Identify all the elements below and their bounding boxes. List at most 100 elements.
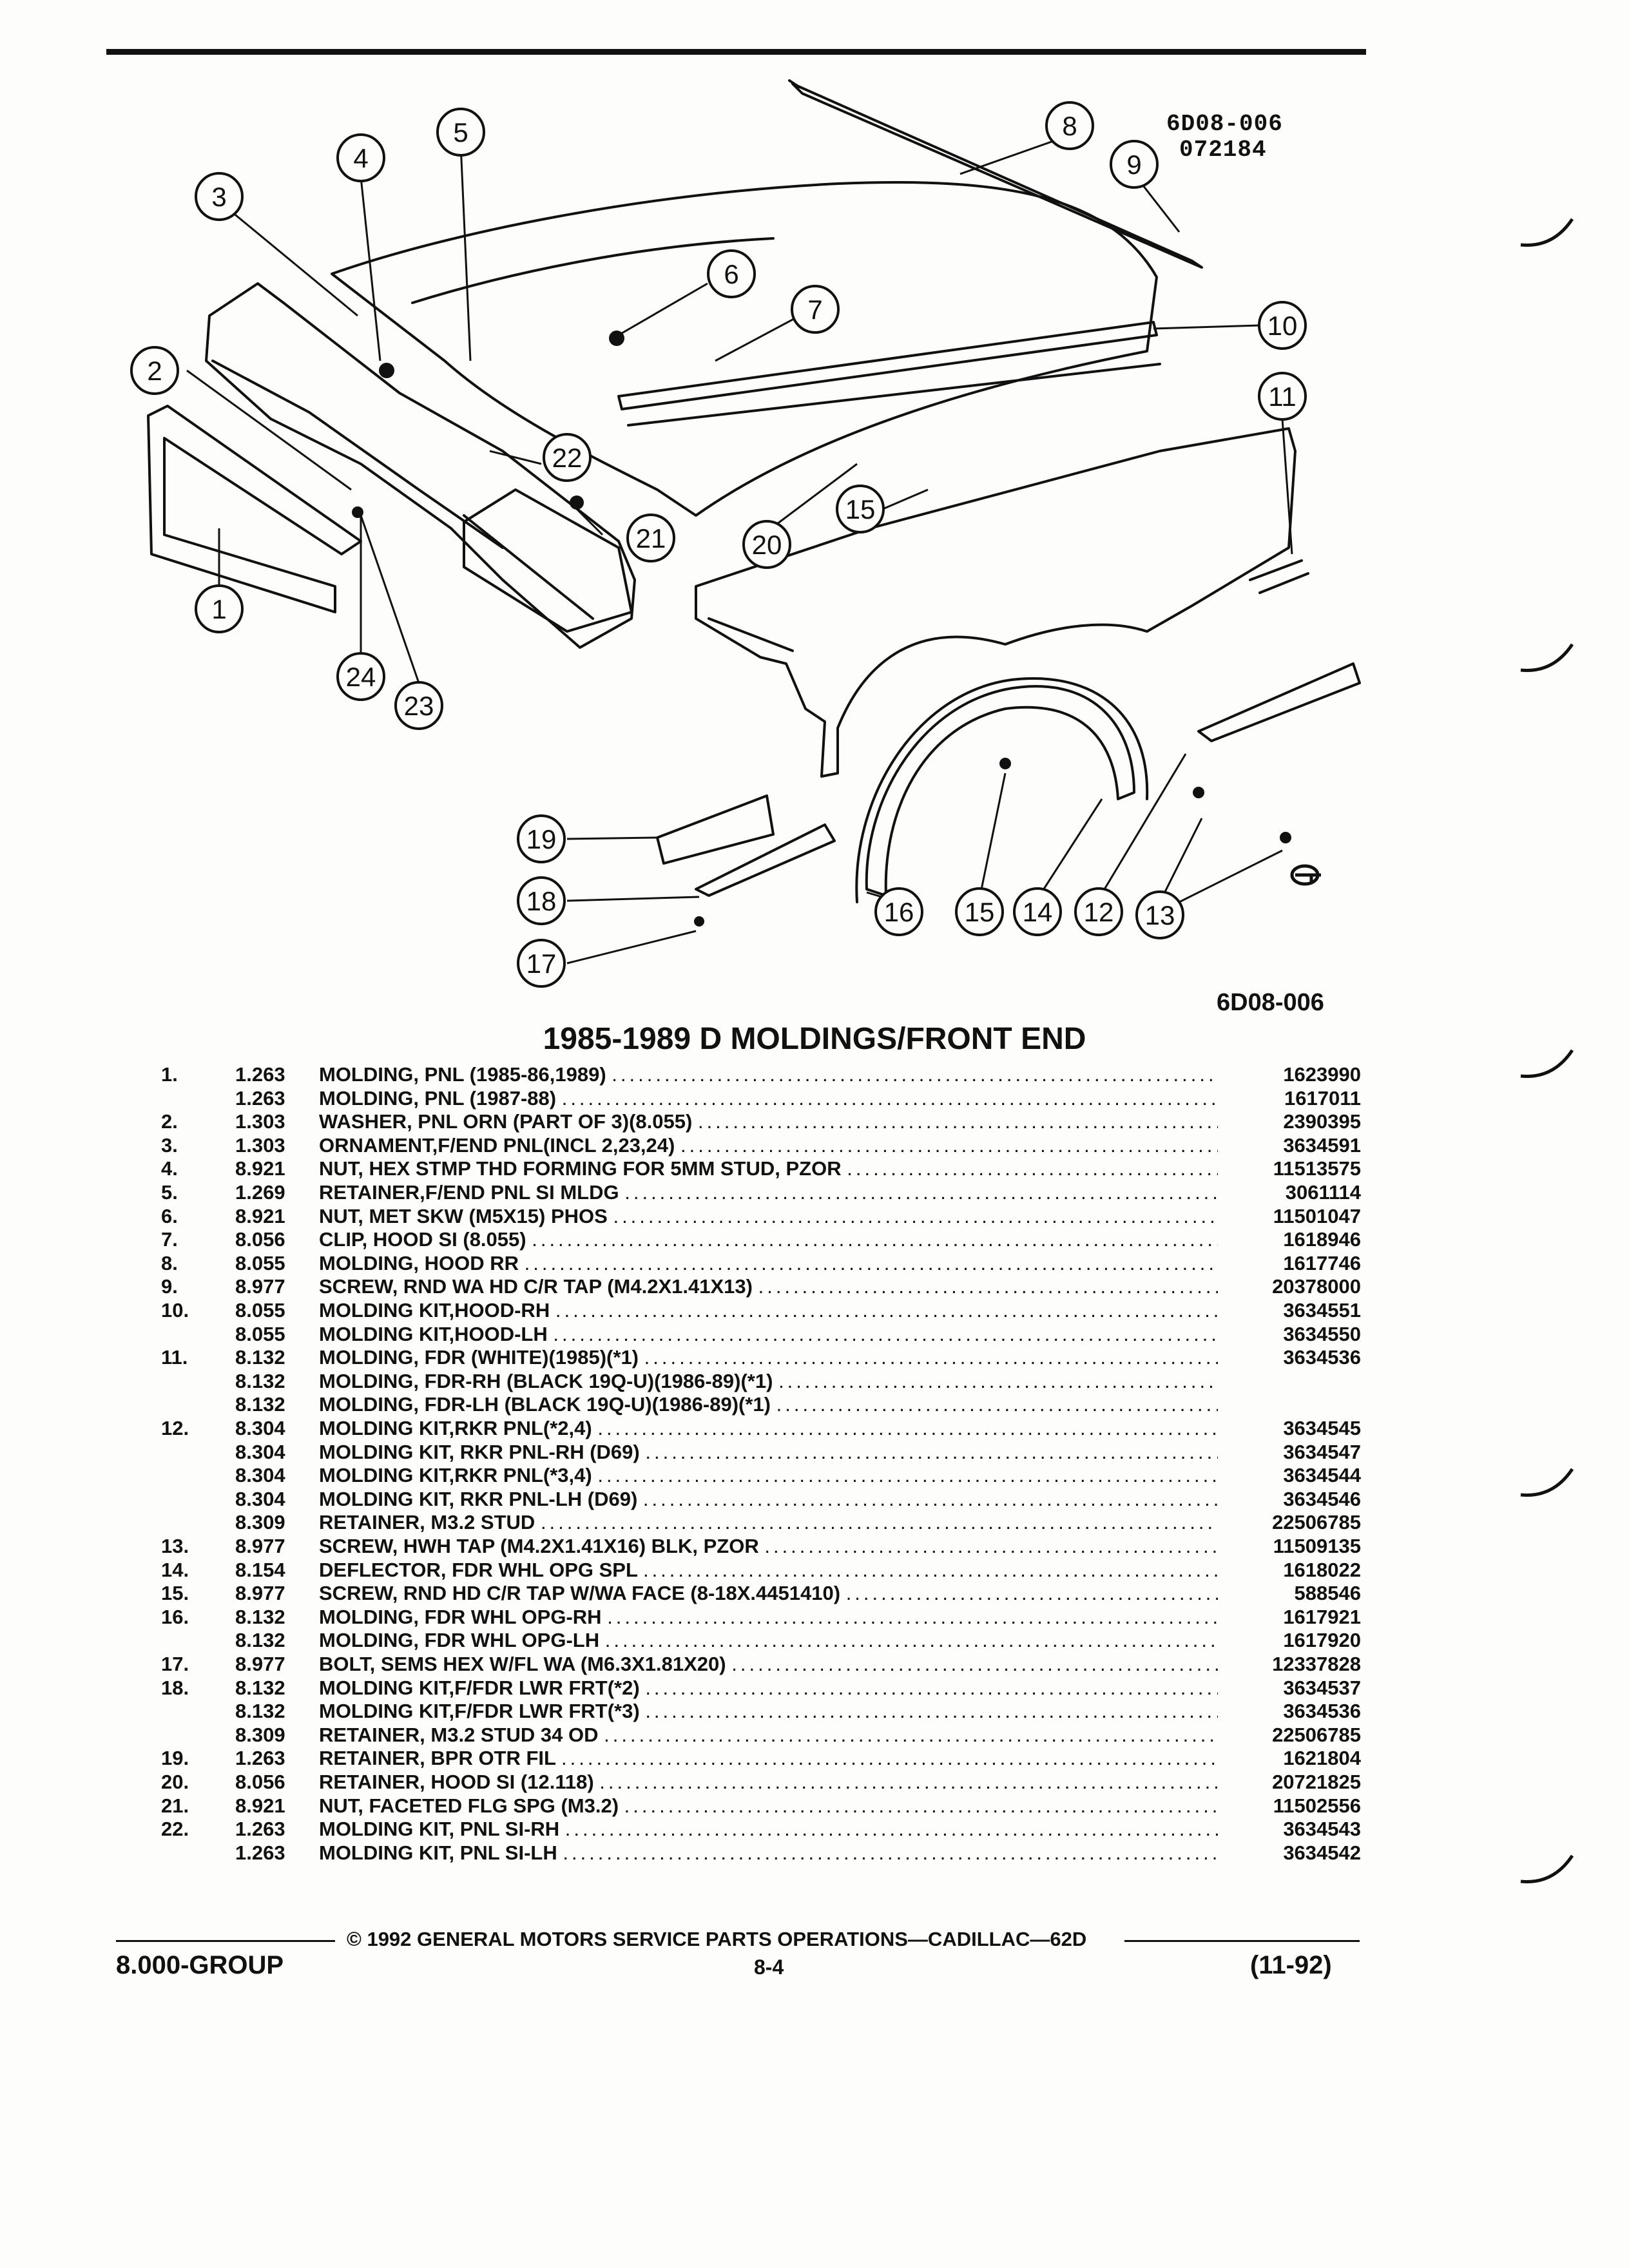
group-number: 8.154	[235, 1558, 285, 1581]
part-number: 3634545	[1283, 1417, 1361, 1439]
part-number: 12337828	[1272, 1653, 1361, 1675]
group-number: 8.055	[235, 1322, 285, 1345]
group-number: 8.921	[235, 1794, 285, 1817]
lower-front-molding	[695, 823, 836, 897]
g-logo-icon	[1290, 864, 1321, 886]
group-number: 8.304	[235, 1464, 285, 1487]
part-name: MOLDING KIT	[319, 1700, 449, 1723]
part-name: MOLDING	[319, 1086, 414, 1110]
part-name: MOLDING KIT	[319, 1299, 449, 1321]
group-number: 8.132	[235, 1676, 285, 1699]
group-number: 8.056	[235, 1771, 285, 1793]
callout-circle	[394, 681, 443, 730]
part-name: RETAINER	[319, 1723, 420, 1746]
binding-curl-icon	[1520, 1049, 1574, 1078]
callout-label: 8	[1062, 111, 1077, 141]
part-description: DEFLECTOR, FDR WHL OPG SPL .............…	[319, 1559, 1218, 1582]
callout-label: 1	[211, 594, 226, 624]
group-number: 8.977	[235, 1582, 285, 1605]
part-name: RETAINER	[319, 1181, 420, 1204]
part-number: 3634537	[1283, 1676, 1361, 1699]
group-number: 8.132	[235, 1629, 285, 1652]
part-description: MOLDING KIT, RKR PNL-LH (D69) ..........…	[319, 1488, 1218, 1511]
part-name: ORNAMENT	[319, 1133, 432, 1157]
part-number: 3634544	[1283, 1464, 1361, 1487]
group-number: 8.132	[235, 1393, 285, 1416]
binding-curl-icon	[1520, 1468, 1574, 1497]
part-detail: , BPR OTR FIL	[419, 1747, 556, 1770]
part-description: MOLDING KIT, PNL SI-RH .................…	[319, 1818, 1218, 1841]
part-description: RETAINER, M3.2 STUD ....................…	[319, 1511, 1218, 1534]
leader-dots: ........................................…	[564, 1818, 1218, 1841]
callout-circle	[436, 108, 485, 157]
part-description: SCREW, HWH TAP (M4.2X1.41X16) BLK, PZOR …	[319, 1535, 1218, 1558]
part-name: BOLT	[319, 1653, 370, 1675]
part-number: 1617011	[1284, 1086, 1361, 1110]
callout-circle	[1013, 887, 1062, 936]
part-description: MOLDING, FDR (WHITE)(1985)(*1) .........…	[319, 1346, 1218, 1369]
part-name: MOLDING KIT	[319, 1676, 449, 1699]
callout-circle	[517, 939, 566, 988]
binding-curl-icon	[1520, 1854, 1574, 1883]
ref-number: 2.	[161, 1110, 178, 1133]
leader-dots: ........................................…	[645, 1676, 1218, 1699]
callout-circle	[543, 433, 592, 482]
part-description: RETAINER, BPR OTR FIL ..................…	[319, 1747, 1218, 1770]
part-description: BOLT, SEMS HEX W/FL WA (M6.3X1.81X20) ..…	[319, 1653, 1218, 1676]
group-number: 8.055	[235, 1299, 285, 1321]
group-number: 8.304	[235, 1487, 285, 1510]
part-name: WASHER	[319, 1110, 407, 1133]
part-number: 2390395	[1283, 1110, 1361, 1133]
part-number: 22506785	[1272, 1723, 1361, 1746]
part-number: 3634547	[1283, 1440, 1361, 1463]
part-number: 3634546	[1283, 1487, 1361, 1510]
callout-circle	[130, 346, 179, 395]
callout-circle	[791, 285, 840, 334]
part-number: 1623990	[1283, 1063, 1361, 1086]
part-detail: , PNL (1987-88)	[413, 1086, 557, 1110]
footer-group: 8.000-GROUP	[116, 1951, 284, 1979]
callout-label: 5	[453, 117, 468, 148]
ref-number: 3.	[161, 1133, 178, 1157]
wheel-molding	[865, 685, 1135, 897]
callout-label: 22	[552, 443, 583, 473]
part-name: RETAINER	[319, 1747, 420, 1770]
part-detail: , HOOD SI (12.118)	[419, 1771, 594, 1793]
part-detail: , RND WA HD C/R TAP (M4.2X1.41X13)	[392, 1275, 753, 1298]
leader-dots: ........................................…	[697, 1110, 1218, 1133]
group-number: 8.304	[235, 1417, 285, 1439]
part-detail: , FDR WHL OPG-LH	[413, 1629, 600, 1652]
ref-number: 20.	[161, 1771, 189, 1793]
part-detail: , MET SKW (M5X15) PHOS	[358, 1204, 608, 1227]
callout-label: 17	[526, 948, 557, 979]
ref-number: 1.	[161, 1063, 178, 1086]
leader-dots: ........................................…	[624, 1794, 1218, 1817]
callout-label: 24	[346, 662, 376, 692]
part-description: MOLDING, PNL (1987-88) .................…	[319, 1087, 1218, 1110]
group-number: 8.132	[235, 1605, 285, 1628]
bumper-filler	[147, 405, 362, 613]
callout-circle	[195, 584, 244, 633]
group-number: 8.055	[235, 1251, 285, 1274]
leader-dots: ........................................…	[642, 1487, 1218, 1510]
callout-label: 21	[636, 523, 666, 553]
part-number: 3634536	[1283, 1700, 1361, 1723]
leader-dots: ........................................…	[624, 1181, 1218, 1204]
group-number: 8.132	[235, 1346, 285, 1369]
callout-label: 15	[965, 897, 995, 927]
callout-label: 6	[724, 259, 738, 289]
part-detail: , M3.2 STUD	[419, 1511, 535, 1534]
part-description: SCREW, RND HD C/R TAP W/WA FACE (8-18X.4…	[319, 1582, 1218, 1605]
ref-number: 11.	[161, 1346, 188, 1369]
